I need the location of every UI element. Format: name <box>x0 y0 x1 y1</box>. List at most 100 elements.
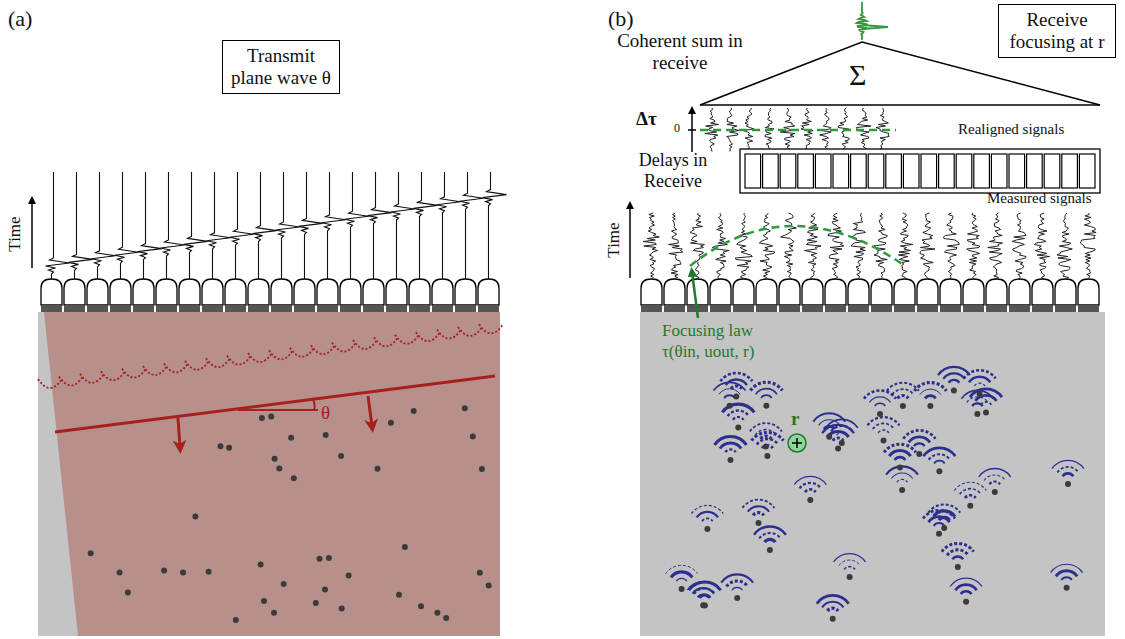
stage-label: Realigned signals <box>958 121 1064 138</box>
delay-label: Delays in Receive <box>612 150 734 191</box>
backscattered-wave <box>754 527 786 535</box>
transmit-pulse <box>460 172 484 279</box>
backscattered-wave <box>1061 577 1072 580</box>
scatterer <box>375 466 381 472</box>
scatterer <box>955 564 961 570</box>
transmit-pulse <box>483 172 507 279</box>
sum-symbol: Σ <box>849 58 866 93</box>
huygens-wavelet <box>38 379 62 388</box>
transducer-backing <box>917 305 938 312</box>
backscattered-wave <box>892 389 913 395</box>
scatterer <box>807 497 813 503</box>
backscattered-wave <box>743 500 775 508</box>
backscattered-wave <box>834 554 866 562</box>
stage-label: Coherent sum in receive <box>604 30 756 74</box>
alignment-line <box>700 129 896 132</box>
transducer-element <box>687 279 708 305</box>
transmit-pulse <box>276 172 300 279</box>
backscattered-wave <box>720 373 752 381</box>
transducer-backing <box>179 305 200 312</box>
transducer-backing <box>87 305 108 312</box>
backscattered-wave <box>826 419 858 427</box>
backscattered-wave <box>938 367 970 375</box>
transducer-backing <box>871 305 892 312</box>
wavelets <box>38 324 503 388</box>
backscattered-wave <box>925 396 936 399</box>
scatterer <box>735 425 741 431</box>
delay-cell <box>939 154 955 188</box>
backscattered-wave <box>697 512 718 518</box>
time-axis <box>629 205 631 278</box>
point-label: r <box>791 408 799 430</box>
measured-signal <box>759 213 775 279</box>
scatterer <box>897 465 903 471</box>
scatterer <box>470 434 476 440</box>
transducer-element <box>340 279 361 305</box>
scatterer <box>339 606 345 612</box>
scatterer <box>727 403 733 409</box>
backscattered-wave <box>719 389 740 395</box>
angle-reference <box>238 409 318 411</box>
backscattered-wave <box>844 567 855 570</box>
transducer-backing <box>156 305 177 312</box>
backscattered-wave <box>728 411 749 417</box>
scatterer <box>936 531 942 537</box>
scatterer <box>847 574 853 580</box>
backscattered-wave <box>691 505 723 513</box>
huygens-wavelet <box>185 361 209 370</box>
backscattered-wave <box>1063 473 1074 476</box>
huygens-wavelet <box>437 330 461 339</box>
backscattered-wave <box>929 454 950 460</box>
backscattered-wave <box>934 461 945 464</box>
scatterer <box>477 570 483 576</box>
scatterer <box>1064 585 1070 591</box>
backscattered-wave <box>757 439 778 445</box>
scatterer <box>916 451 922 457</box>
scatterer <box>826 434 832 440</box>
transducer-element <box>202 279 223 305</box>
scatterer <box>322 586 328 592</box>
transducer-element <box>1009 279 1030 305</box>
transducer-element <box>756 279 777 305</box>
scatterer <box>396 592 402 598</box>
backscattered-wave <box>950 578 982 586</box>
transducer-backing <box>225 305 246 312</box>
delay-cell <box>991 154 1007 188</box>
scatterer <box>941 525 947 531</box>
scatterer <box>763 444 769 450</box>
delay-bank: Delays in Receive <box>612 148 1102 194</box>
transducer-element <box>294 279 315 305</box>
transducer-backing <box>1032 305 1053 312</box>
measured-signal <box>943 213 959 279</box>
backscattered-wave <box>947 550 968 556</box>
transducer-element <box>248 279 269 305</box>
insonified-region <box>44 312 500 636</box>
transducer-element <box>271 279 292 305</box>
scatterer <box>259 415 265 421</box>
measured-signal <box>1012 213 1026 279</box>
backscattered-wave <box>952 556 963 559</box>
transducer-backing <box>455 305 476 312</box>
backscattered-wave <box>972 403 983 406</box>
transducer-backing <box>248 305 269 312</box>
scatterer <box>218 443 224 449</box>
transducer-backing <box>779 305 800 312</box>
transmit-pulse <box>253 172 277 279</box>
backscattered-wave <box>750 382 782 390</box>
transmit-signals <box>46 172 507 279</box>
transducer-backing <box>710 305 731 312</box>
backscattered-wave <box>676 578 687 581</box>
backscattered-wave <box>965 495 976 498</box>
sum-triangle-base <box>700 104 1100 106</box>
huygens-wavelet <box>143 366 167 375</box>
transducer-backing <box>664 305 685 312</box>
backscattered-wave <box>920 389 941 395</box>
scatterer <box>679 586 685 592</box>
scatterer <box>317 556 323 562</box>
transmit-pulse <box>437 172 461 279</box>
backscattered-wave <box>827 608 838 611</box>
huygens-wavelet <box>101 371 125 380</box>
angle-label: θ <box>321 402 330 424</box>
backscattered-wave <box>813 413 845 421</box>
